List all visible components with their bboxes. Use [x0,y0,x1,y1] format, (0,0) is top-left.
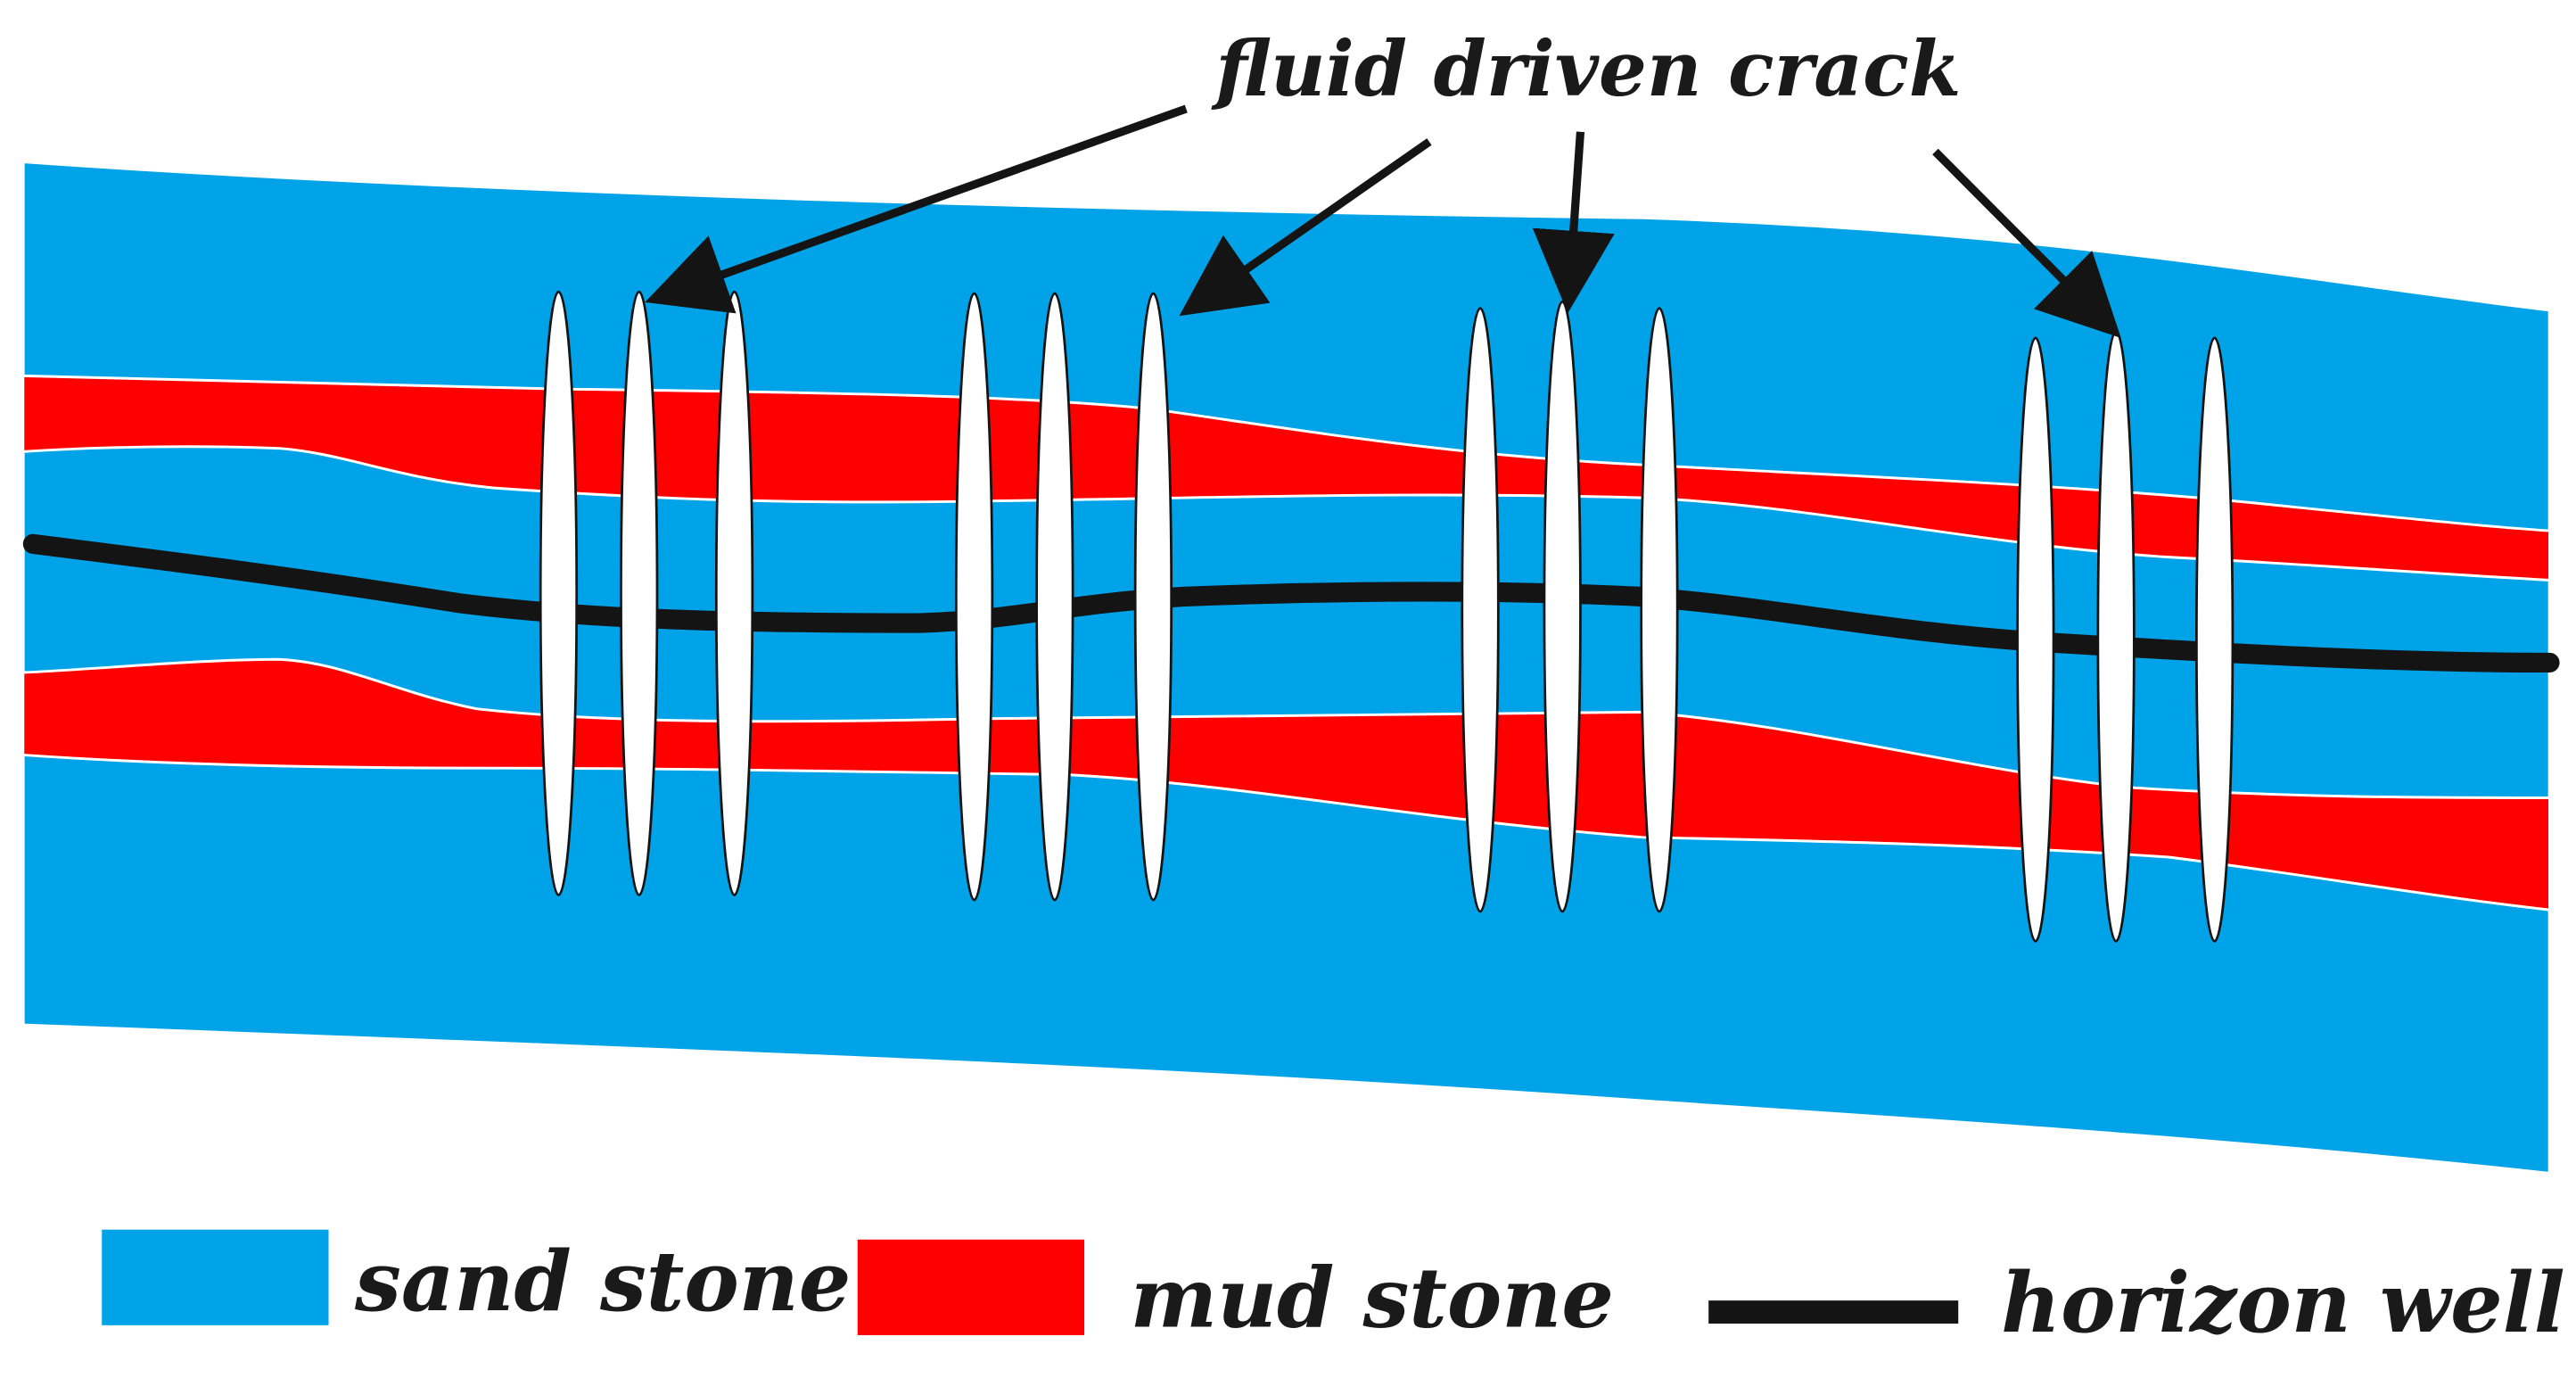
fluid-driven-crack-label: fluid driven crack [1210,25,1961,114]
fluid-crack [2096,330,2136,943]
fluid-crack [714,290,754,896]
fluid-crack [1543,300,1582,913]
crack-group-3 [1461,300,1679,913]
arrow-to-crack-group-2 [1179,138,1432,317]
crack-group-4 [2016,330,2234,943]
horizon-well-line [22,533,2560,673]
fluid-crack [2195,336,2234,943]
legend-label-mud-stone: mud stone [1131,1250,1614,1347]
crack-group-2 [954,292,1173,902]
fluid-crack [1640,307,1679,913]
fluid-crack [954,292,994,902]
fluid-crack [539,290,579,896]
arrow-to-crack-group-4 [1932,148,2121,338]
annotation-arrows [645,104,2121,338]
legend-label-horizon-well: horizon well [2001,1254,2565,1351]
arrow-to-crack-group-3 [1532,131,1615,314]
fluid-crack [1461,307,1500,913]
legend-label-sand-stone: sand stone [354,1233,851,1330]
legend-swatch-sand-stone [102,1229,329,1325]
legend: sand stone mud stone horizon well [102,1229,2565,1351]
crack-group-1 [539,290,754,896]
legend-swatch-mud-stone [857,1239,1085,1335]
fluid-crack [620,290,659,896]
sand-stone-layer [21,160,2552,1176]
fluid-crack [2016,336,2055,943]
arrow-to-crack-group-1 [645,104,1188,314]
fluid-crack [1133,292,1173,902]
fluid-crack [1035,292,1074,902]
